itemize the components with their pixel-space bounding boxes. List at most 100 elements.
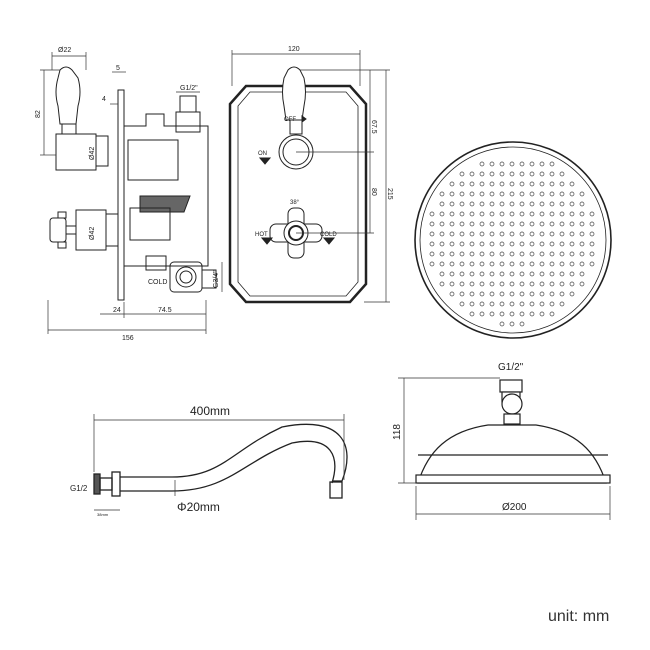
nozzle: [469, 201, 475, 207]
nozzle: [559, 211, 565, 217]
nozzle: [519, 171, 525, 177]
nozzle: [549, 221, 555, 227]
nozzle: [479, 171, 485, 177]
nozzle: [459, 251, 465, 257]
nozzle: [539, 291, 545, 297]
nozzle: [509, 271, 515, 277]
nozzle: [489, 301, 495, 307]
nozzle: [489, 161, 495, 167]
nozzle: [549, 211, 555, 217]
nozzle: [569, 211, 575, 217]
dim-g12-arm: G1/2: [70, 484, 88, 493]
nozzle: [489, 191, 495, 197]
nozzle: [439, 251, 445, 257]
nozzle: [519, 211, 525, 217]
nozzle: [499, 281, 505, 287]
nozzle: [459, 281, 465, 287]
nozzle: [499, 161, 505, 167]
dim-g12-head: G1/2": [498, 362, 524, 373]
nozzle: [559, 221, 565, 227]
nozzle: [439, 261, 445, 267]
nozzle: [429, 211, 435, 217]
nozzle: [519, 221, 525, 227]
nozzle: [519, 321, 525, 327]
nozzle: [569, 201, 575, 207]
nozzle: [469, 171, 475, 177]
nozzle: [439, 221, 445, 227]
nozzle: [579, 201, 585, 207]
nozzle: [589, 251, 595, 257]
nozzle: [559, 231, 565, 237]
nozzle: [589, 211, 595, 217]
nozzle: [439, 191, 445, 197]
dim-74-5: 74.5: [158, 307, 172, 314]
nozzle: [579, 221, 585, 227]
nozzle: [559, 261, 565, 267]
faceplate-dimensions: [231, 50, 390, 303]
nozzle: [539, 201, 545, 207]
nozzle: [579, 271, 585, 277]
dim-g34: G3/4": [213, 270, 220, 288]
nozzle: [459, 171, 465, 177]
nozzle: [479, 281, 485, 287]
nozzle: [509, 201, 515, 207]
nozzle: [499, 301, 505, 307]
nozzle: [479, 261, 485, 267]
nozzle: [509, 191, 515, 197]
showerhead-face-view: [414, 141, 612, 339]
nozzle: [519, 231, 525, 237]
nozzle: [529, 211, 535, 217]
nozzle: [499, 261, 505, 267]
nozzle: [529, 191, 535, 197]
dim-4: 4: [102, 96, 106, 103]
nozzle: [549, 271, 555, 277]
nozzle: [519, 291, 525, 297]
nozzle: [449, 281, 455, 287]
nozzle: [529, 161, 535, 167]
valve-dimensions: [40, 52, 223, 334]
nozzle: [539, 311, 545, 317]
nozzle: [509, 181, 515, 187]
nozzle: [459, 241, 465, 247]
nozzle: [529, 241, 535, 247]
nozzle: [549, 301, 555, 307]
dim-5: 5: [116, 65, 120, 72]
nozzle: [519, 201, 525, 207]
dim-diameter-22: Ø22: [58, 47, 71, 54]
nozzle: [519, 161, 525, 167]
nozzle: [549, 171, 555, 177]
nozzle: [489, 281, 495, 287]
nozzle: [509, 291, 515, 297]
nozzle: [569, 221, 575, 227]
nozzle: [509, 281, 515, 287]
nozzle: [539, 301, 545, 307]
nozzle: [459, 221, 465, 227]
nozzle: [479, 291, 485, 297]
nozzle: [489, 291, 495, 297]
unit-note: unit: mm: [548, 608, 610, 625]
nozzle: [479, 181, 485, 187]
nozzle: [449, 291, 455, 297]
nozzle: [479, 241, 485, 247]
nozzle: [509, 261, 515, 267]
nozzle: [519, 261, 525, 267]
nozzle: [479, 311, 485, 317]
nozzle: [559, 281, 565, 287]
label-hot: HOT: [255, 232, 268, 238]
nozzle: [549, 241, 555, 247]
nozzle: [459, 291, 465, 297]
nozzle: [569, 291, 575, 297]
nozzle: [439, 281, 445, 287]
nozzle: [509, 301, 515, 307]
nozzle: [499, 211, 505, 217]
head-labels: G1/2" 118 Ø200: [392, 362, 527, 513]
nozzle: [549, 261, 555, 267]
nozzle: [559, 201, 565, 207]
dim-200: Ø200: [502, 502, 527, 513]
nozzle: [479, 301, 485, 307]
nozzle: [439, 201, 445, 207]
nozzle: [439, 271, 445, 277]
nozzle: [459, 261, 465, 267]
shower-arm-dimensions: [93, 414, 345, 511]
nozzle: [539, 281, 545, 287]
